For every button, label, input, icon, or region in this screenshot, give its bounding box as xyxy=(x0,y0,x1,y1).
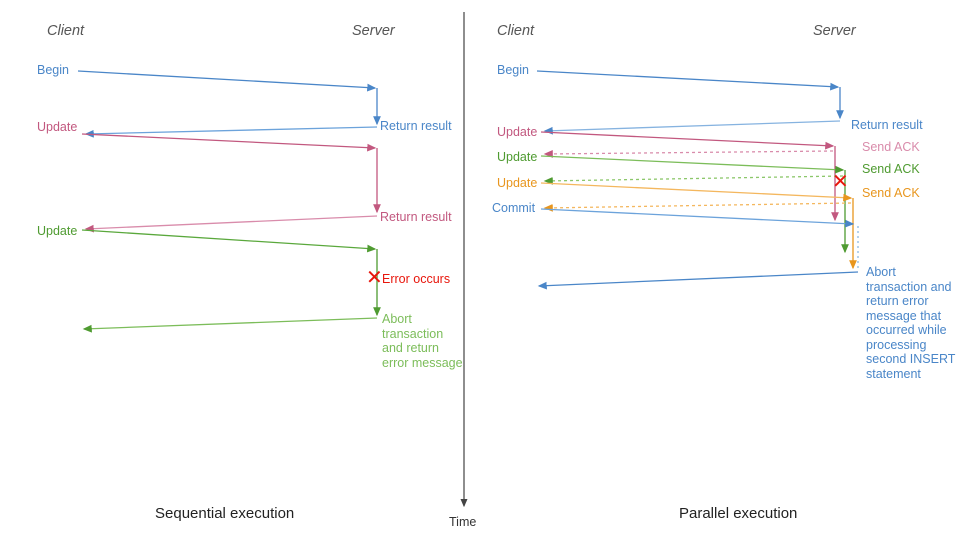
right-label-commit: Commit xyxy=(492,201,536,215)
left-label-abort-message: Abort transaction and return error messa… xyxy=(382,312,463,370)
right-actor-server: Server xyxy=(813,23,856,39)
error-x-icon-right: ✕ xyxy=(832,171,849,193)
right-label-update-2: Update xyxy=(497,150,538,164)
arrow-begin xyxy=(77,70,377,92)
left-label-update-1: Update xyxy=(37,120,78,134)
arrow-update-2 xyxy=(81,229,377,253)
left-label-begin: Begin xyxy=(37,63,69,77)
arrow-update-2-r xyxy=(540,155,845,174)
right-label-update-1: Update xyxy=(497,125,538,139)
right-label-update-3: Update xyxy=(497,176,538,190)
error-x-icon-left: ✕ xyxy=(366,267,383,289)
left-panel-arrows xyxy=(77,70,381,333)
left-label-update-2: Update xyxy=(37,224,78,238)
arrow-return-1 xyxy=(84,126,378,138)
arrow-return-result-r xyxy=(543,120,841,135)
arrow-ack-2 xyxy=(543,175,844,185)
arrow-abort-left xyxy=(82,317,378,333)
left-label-error-occurs: Error occurs xyxy=(382,272,451,286)
right-label-send-ack-3: Send ACK xyxy=(862,186,920,200)
right-label-return-result: Return result xyxy=(851,118,923,132)
right-label-begin: Begin xyxy=(497,63,529,77)
arrow-update-3-r xyxy=(540,182,853,202)
left-actor-server: Server xyxy=(352,23,395,39)
right-panel-caption: Parallel execution xyxy=(679,505,798,522)
left-actor-client: Client xyxy=(47,23,85,39)
left-panel-caption: Sequential execution xyxy=(155,505,295,522)
arrow-update-1 xyxy=(81,133,377,152)
arrow-update-1-r xyxy=(540,131,835,150)
left-label-return-result-2: Return result xyxy=(380,210,452,224)
time-axis-label: Time xyxy=(449,515,477,529)
right-label-abort-message: Abort transaction and return error messa… xyxy=(866,265,956,381)
arrow-ack-1 xyxy=(543,150,834,158)
left-label-return-result-1: Return result xyxy=(380,119,452,133)
arrow-commit xyxy=(540,208,855,228)
right-panel-arrows xyxy=(536,70,859,290)
arrow-return-2 xyxy=(84,215,378,233)
right-label-send-ack-2: Send ACK xyxy=(862,162,920,176)
arrow-abort-right xyxy=(537,271,859,290)
arrow-ack-3 xyxy=(543,202,852,212)
arrow-begin-r xyxy=(536,70,840,91)
right-label-send-ack-1: Send ACK xyxy=(862,140,920,154)
right-actor-client: Client xyxy=(497,23,535,39)
